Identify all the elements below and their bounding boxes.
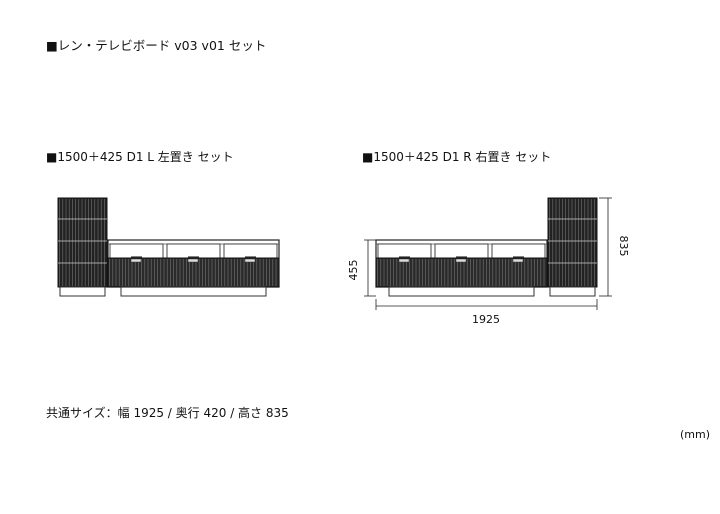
common-size-text: 共通サイズ：幅 1925 / 奥行 420 / 高さ 835 bbox=[46, 406, 289, 420]
dim-width-label: 1925 bbox=[472, 313, 500, 326]
tv-board bbox=[375, 239, 548, 297]
variant-label-left: ■1500＋425 D1 L 左置き セット bbox=[46, 150, 234, 164]
tall-cabinet bbox=[547, 197, 598, 297]
set-left-drawing bbox=[57, 197, 280, 297]
variant-label-right: ■1500＋425 D1 R 右置き セット bbox=[362, 150, 552, 164]
set-right-drawing bbox=[375, 197, 598, 297]
tall-cabinet bbox=[57, 197, 108, 297]
dim-board-height-label: 455 bbox=[347, 260, 360, 281]
page-title: ■レン・テレビボード v03 v01 セット bbox=[46, 38, 267, 53]
tv-board bbox=[107, 239, 280, 297]
dimension-lines bbox=[364, 197, 612, 310]
dim-height-label: 835 bbox=[617, 236, 630, 257]
unit-label: (mm) bbox=[680, 428, 711, 441]
